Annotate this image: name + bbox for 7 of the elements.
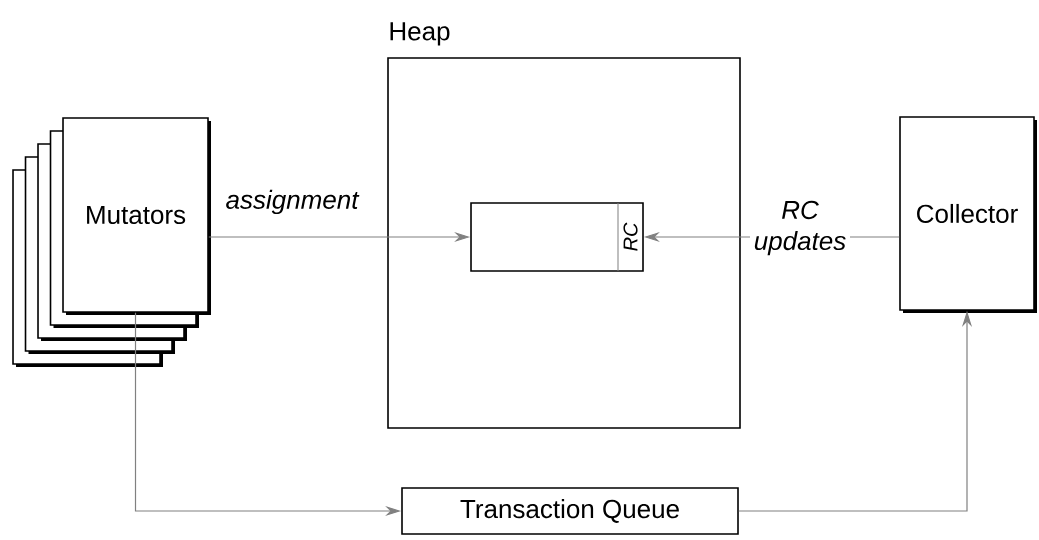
collector-box: Collector: [899, 116, 1037, 313]
process-box: Transaction Queue: [401, 487, 739, 535]
edge-label: RC updates: [750, 198, 850, 258]
node-label: Heap: [390, 22, 450, 46]
object-box: RC: [470, 202, 644, 272]
edge-label: assignment: [226, 189, 360, 215]
stacked-cards: Mutators: [12, 117, 211, 367]
